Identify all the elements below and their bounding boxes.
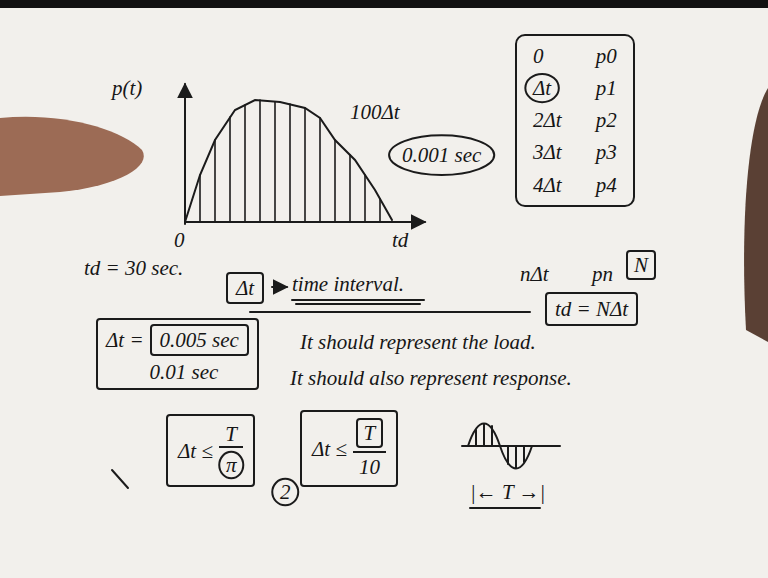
note-text: Δt = bbox=[106, 328, 144, 352]
circled-note: 2 bbox=[272, 478, 299, 506]
boxed-note: Δt =0.01 sec 0.005 sec bbox=[96, 318, 259, 390]
handwritten-label: td bbox=[392, 228, 408, 252]
note-text: p2 bbox=[596, 108, 617, 132]
handwritten-label: It should represent the load. bbox=[300, 330, 536, 354]
dark-edge bbox=[0, 0, 768, 8]
boxed-note: Δt ≤Tπ bbox=[166, 414, 255, 487]
handwritten-label: 0 bbox=[174, 228, 185, 252]
handwritten-label: nΔt bbox=[520, 262, 549, 286]
note-text: 2Δt bbox=[533, 108, 562, 132]
note-text: 3Δt bbox=[533, 140, 562, 164]
boxed-note: Δt bbox=[226, 272, 264, 304]
note-text: 4Δt bbox=[533, 173, 562, 197]
ink-marks bbox=[112, 287, 560, 508]
circled-note: Δt bbox=[525, 73, 559, 103]
boxed-note: td = NΔt bbox=[545, 292, 638, 326]
note-text: 0 bbox=[533, 44, 562, 68]
note-text: Δt bbox=[236, 276, 254, 300]
boxed-note: 0 p0 p1 2Δt p2 3Δt p3 4Δt p4 Δt bbox=[515, 34, 635, 207]
handwritten-label: p(t) bbox=[112, 76, 142, 100]
handwritten-label: time interval. bbox=[292, 272, 404, 296]
note-text: p3 bbox=[596, 140, 617, 164]
handwritten-label: It should also represent response. bbox=[290, 366, 572, 390]
handwritten-label: pn bbox=[592, 262, 613, 286]
boxed-note: T bbox=[356, 418, 384, 448]
circled-note: π bbox=[219, 451, 244, 479]
hand bbox=[0, 117, 144, 196]
note-text: Δt ≤ bbox=[178, 439, 213, 463]
note-text: p1 bbox=[596, 76, 617, 100]
note-text: T bbox=[364, 421, 376, 445]
circled-note: 0.001 sec bbox=[388, 134, 495, 176]
note-text: T bbox=[219, 422, 243, 448]
boxed-note: N bbox=[626, 250, 656, 280]
handwritten-label: td = 30 sec. bbox=[84, 256, 183, 280]
note-text: 0.001 sec bbox=[402, 143, 481, 167]
note-text: Δt ≤ bbox=[312, 437, 347, 461]
note-text: π bbox=[226, 453, 237, 477]
handwritten-label: 100Δt bbox=[350, 100, 400, 124]
boxed-note: Δt ≤10 T bbox=[300, 410, 398, 487]
boxed-note: 0.005 sec bbox=[150, 324, 249, 356]
note-text: 0.005 sec bbox=[160, 328, 239, 352]
note-text: 0.01 sec bbox=[150, 360, 249, 384]
handwritten-label: |← T →| bbox=[470, 480, 545, 504]
note-text: N bbox=[634, 253, 648, 277]
note-text: td = NΔt bbox=[555, 297, 628, 321]
note-text: p4 bbox=[596, 173, 617, 197]
note-text: Δt bbox=[533, 76, 551, 100]
hand bbox=[744, 88, 768, 342]
note-text: p0 bbox=[596, 44, 617, 68]
note-text: 2 bbox=[280, 480, 291, 504]
note-text: 10 bbox=[353, 451, 386, 479]
